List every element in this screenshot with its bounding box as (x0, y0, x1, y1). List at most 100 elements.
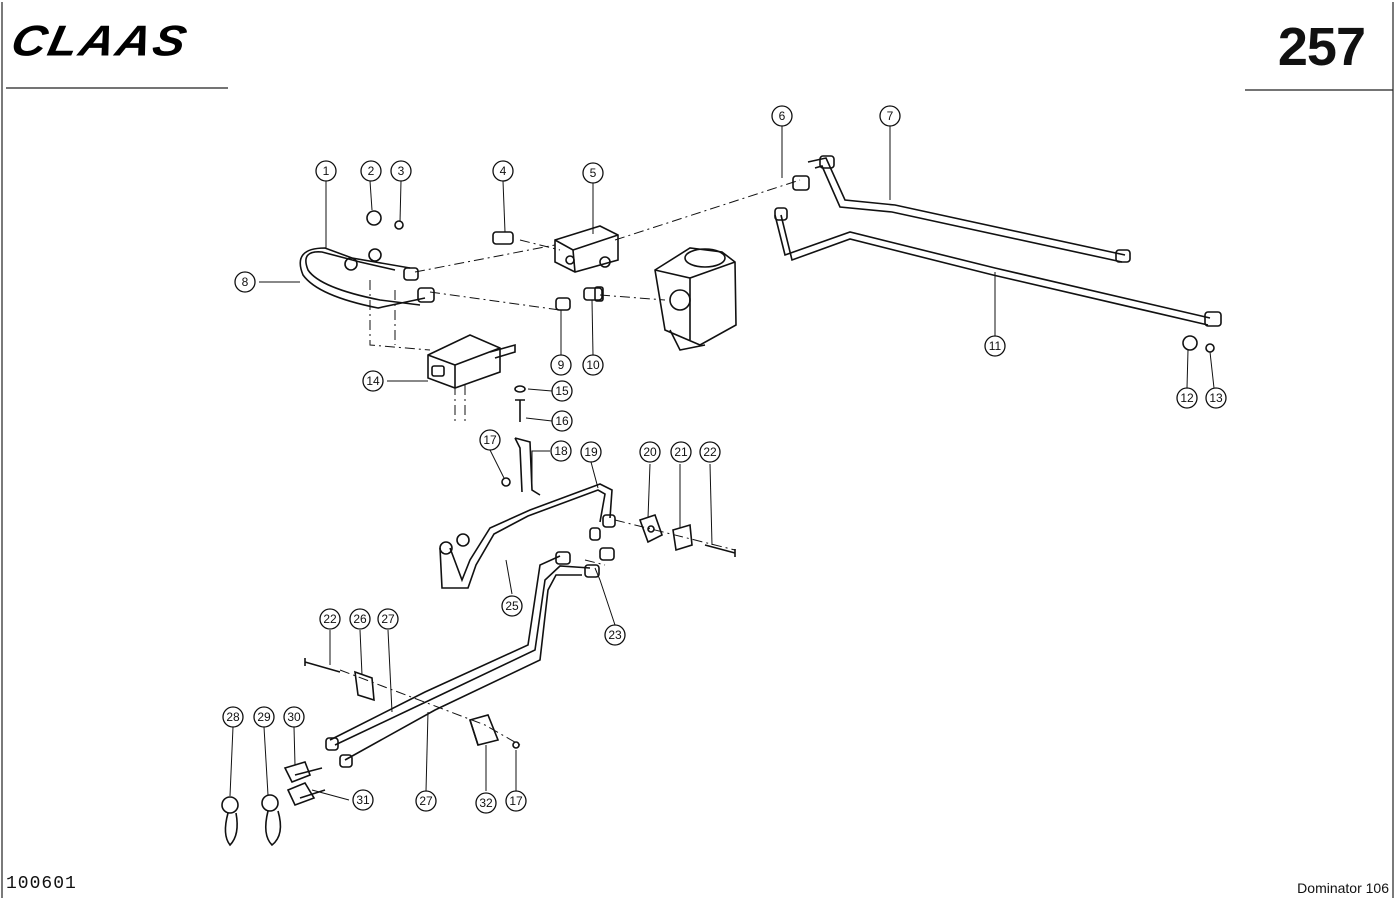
callout-28: 28 (222, 706, 244, 728)
callout-label: 23 (608, 628, 622, 642)
callout-leaders (229, 126, 1215, 801)
callout-label: 2 (368, 164, 375, 178)
callout-label: 14 (366, 374, 380, 388)
callout-label: 11 (989, 339, 1002, 353)
callout-label: 16 (555, 414, 569, 428)
callout-label: 13 (1209, 391, 1223, 405)
page-number: 257 (1277, 17, 1366, 77)
callout-26: 26 (349, 608, 371, 630)
callout-label: 3 (398, 164, 405, 178)
callout-label: 19 (584, 445, 598, 459)
callout-circle (551, 410, 573, 432)
callout-label: 27 (381, 612, 395, 626)
callout-circle (352, 789, 374, 811)
callout-5: 5 (582, 162, 604, 184)
callout-label: 31 (356, 793, 370, 807)
model-label: Dominator 106 (1297, 880, 1389, 896)
callout-circle (550, 440, 572, 462)
callout-circle (492, 160, 514, 182)
callout-label: 21 (674, 445, 688, 459)
callout-circle (551, 380, 573, 402)
callout-circle (377, 608, 399, 630)
callout-label: 10 (586, 358, 600, 372)
callout-circle (699, 441, 721, 463)
callout-label: 18 (554, 444, 568, 458)
callout-9: 9 (550, 354, 572, 376)
callout-circle (315, 160, 337, 182)
callout-label: 29 (257, 710, 271, 724)
callout-label: 9 (558, 358, 565, 372)
callout-7: 7 (879, 105, 901, 127)
callout-25: 25 (501, 595, 523, 617)
callout-label: 15 (555, 384, 569, 398)
callout-8: 8 (234, 271, 256, 293)
callout-label: 27 (419, 794, 433, 808)
callout-30: 30 (283, 706, 305, 728)
callout-circle (580, 441, 602, 463)
callout-13: 13 (1205, 387, 1227, 409)
callout-circle (319, 608, 341, 630)
callout-label: 20 (643, 445, 657, 459)
callout-circle (390, 160, 412, 182)
callout-2: 2 (360, 160, 382, 182)
callout-circle (670, 441, 692, 463)
callout-circle (234, 271, 256, 293)
callout-4: 4 (492, 160, 514, 182)
callout-label: 17 (509, 794, 523, 808)
callout-circle (1176, 387, 1198, 409)
callout-1: 1 (315, 160, 337, 182)
callout-circle (475, 792, 497, 814)
callout-label: 28 (226, 710, 240, 724)
callout-label: 22 (703, 445, 717, 459)
callout-label: 7 (887, 109, 894, 123)
callout-label: 25 (505, 599, 519, 613)
callout-label: 32 (479, 796, 493, 810)
callout-27: 27 (415, 790, 437, 812)
callout-circle (415, 790, 437, 812)
callout-label: 26 (353, 612, 367, 626)
drawing-number: 100601 (6, 874, 77, 894)
callout-label: 8 (242, 275, 249, 289)
callout-15: 15 (551, 380, 573, 402)
callout-32: 32 (475, 792, 497, 814)
callout-20: 20 (639, 441, 661, 463)
callout-circle (984, 335, 1006, 357)
callout-22: 22 (699, 441, 721, 463)
callout-21: 21 (670, 441, 692, 463)
callout-6: 6 (771, 105, 793, 127)
callout-circle (639, 441, 661, 463)
callout-circle (879, 105, 901, 127)
callout-14: 14 (362, 370, 384, 392)
callout-circle (771, 105, 793, 127)
callout-circle (362, 370, 384, 392)
callout-19: 19 (580, 441, 602, 463)
callout-label: 6 (779, 109, 786, 123)
callout-10: 10 (582, 354, 604, 376)
callout-label: 1 (323, 164, 330, 178)
callout-31: 31 (352, 789, 374, 811)
callout-circle (550, 354, 572, 376)
callout-29: 29 (253, 706, 275, 728)
callout-circle (360, 160, 382, 182)
callout-label: 12 (1180, 391, 1194, 405)
callout-circle (253, 706, 275, 728)
callout-3: 3 (390, 160, 412, 182)
callout-circle (479, 429, 501, 451)
callout-label: 22 (323, 612, 337, 626)
callout-18: 18 (550, 440, 572, 462)
callout-circle (349, 608, 371, 630)
callout-circle (582, 354, 604, 376)
callout-11: 11 (984, 335, 1006, 357)
callout-circle (283, 706, 305, 728)
callout-27: 27 (377, 608, 399, 630)
callout-circle (222, 706, 244, 728)
callout-circle (604, 624, 626, 646)
callout-12: 12 (1176, 387, 1198, 409)
callout-circle (1205, 387, 1227, 409)
callout-16: 16 (551, 410, 573, 432)
callout-17: 17 (479, 429, 501, 451)
callout-22: 22 (319, 608, 341, 630)
